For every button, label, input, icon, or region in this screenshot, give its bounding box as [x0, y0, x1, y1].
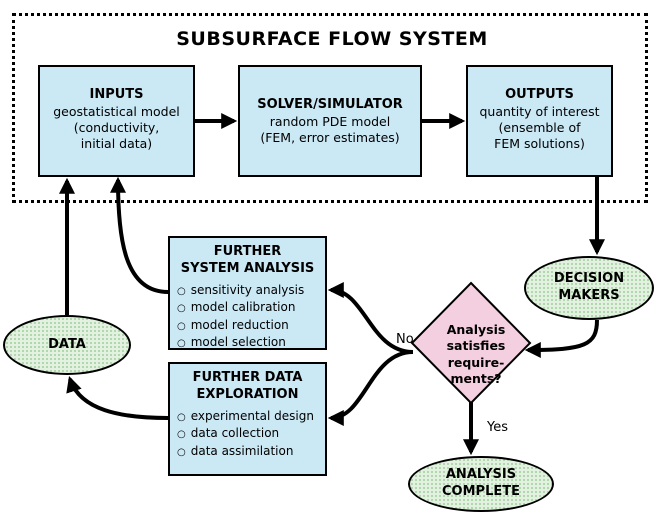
decision-question-line: satisfies	[446, 338, 506, 354]
outputs-line: quantity of interest	[479, 103, 600, 119]
data-exploration-title: EXPLORATION	[196, 386, 299, 402]
decision-question-line: ments?	[450, 370, 502, 386]
system-analysis-title: FURTHER	[213, 244, 282, 259]
list-item: data assimilation	[177, 443, 325, 461]
inputs-line: initial data)	[80, 136, 153, 152]
data-oval: DATA	[3, 315, 131, 375]
decision-question-line: require-	[447, 354, 505, 370]
system-analysis-title: SYSTEM ANALYSIS	[180, 260, 315, 276]
list-item: model selection	[177, 334, 325, 352]
outputs-title: OUTPUTS	[505, 87, 574, 102]
analysis-complete-line: COMPLETE	[442, 484, 520, 499]
arrow-no-to-data-exploration	[327, 350, 414, 426]
analysis-complete-oval: ANALYSIS COMPLETE	[408, 456, 554, 512]
edge-label-yes: Yes	[487, 420, 508, 435]
analysis-complete-line: ANALYSIS	[445, 467, 517, 483]
data-label: DATA	[48, 336, 86, 352]
system-analysis-list: sensitivity analysis model calibration m…	[177, 282, 325, 352]
system-title: SUBSURFACE FLOW SYSTEM	[176, 28, 488, 50]
outputs-line: FEM solutions)	[494, 136, 585, 152]
solver-line: random PDE model	[269, 113, 391, 129]
decision-diamond	[410, 281, 532, 405]
data-exploration-title: FURTHER DATA	[192, 370, 303, 385]
decision-makers-line: MAKERS	[558, 288, 620, 303]
outputs-line: (ensemble of	[498, 120, 581, 136]
solver-title: SOLVER/SIMULATOR	[257, 97, 403, 112]
list-item: data collection	[177, 425, 325, 443]
list-item: sensitivity analysis	[177, 282, 325, 300]
inputs-line: geostatistical model	[53, 103, 180, 119]
inputs-title: INPUTS	[89, 87, 144, 102]
edge-label-no: No	[396, 332, 414, 347]
decision-makers-line: DECISION	[553, 271, 625, 287]
outputs-box: OUTPUTS quantity of interest (ensemble o…	[466, 65, 613, 177]
data-exploration-list: experimental design data collection data…	[177, 408, 325, 461]
decision-question: Analysis satisfies require- ments?	[430, 322, 522, 387]
inputs-box: INPUTS geostatistical model (conductivit…	[38, 65, 195, 177]
arrow-data-exploration-to-data	[66, 375, 169, 420]
arrow-decision-makers-to-diamond	[524, 319, 599, 358]
data-exploration-box: FURTHER DATA EXPLORATION experimental de…	[168, 362, 327, 476]
system-analysis-box: FURTHER SYSTEM ANALYSIS sensitivity anal…	[168, 236, 327, 350]
list-item: experimental design	[177, 408, 325, 426]
decision-makers-oval: DECISION MAKERS	[524, 256, 654, 320]
arrow-no-to-system-analysis	[327, 282, 414, 354]
decision-question-line: Analysis	[446, 322, 506, 337]
inputs-line: (conductivity,	[73, 120, 160, 136]
system-boundary	[12, 13, 648, 203]
list-item: model calibration	[177, 299, 325, 317]
solver-box: SOLVER/SIMULATOR random PDE model (FEM, …	[238, 65, 422, 177]
solver-line: (FEM, error estimates)	[260, 130, 400, 146]
list-item: model reduction	[177, 317, 325, 335]
